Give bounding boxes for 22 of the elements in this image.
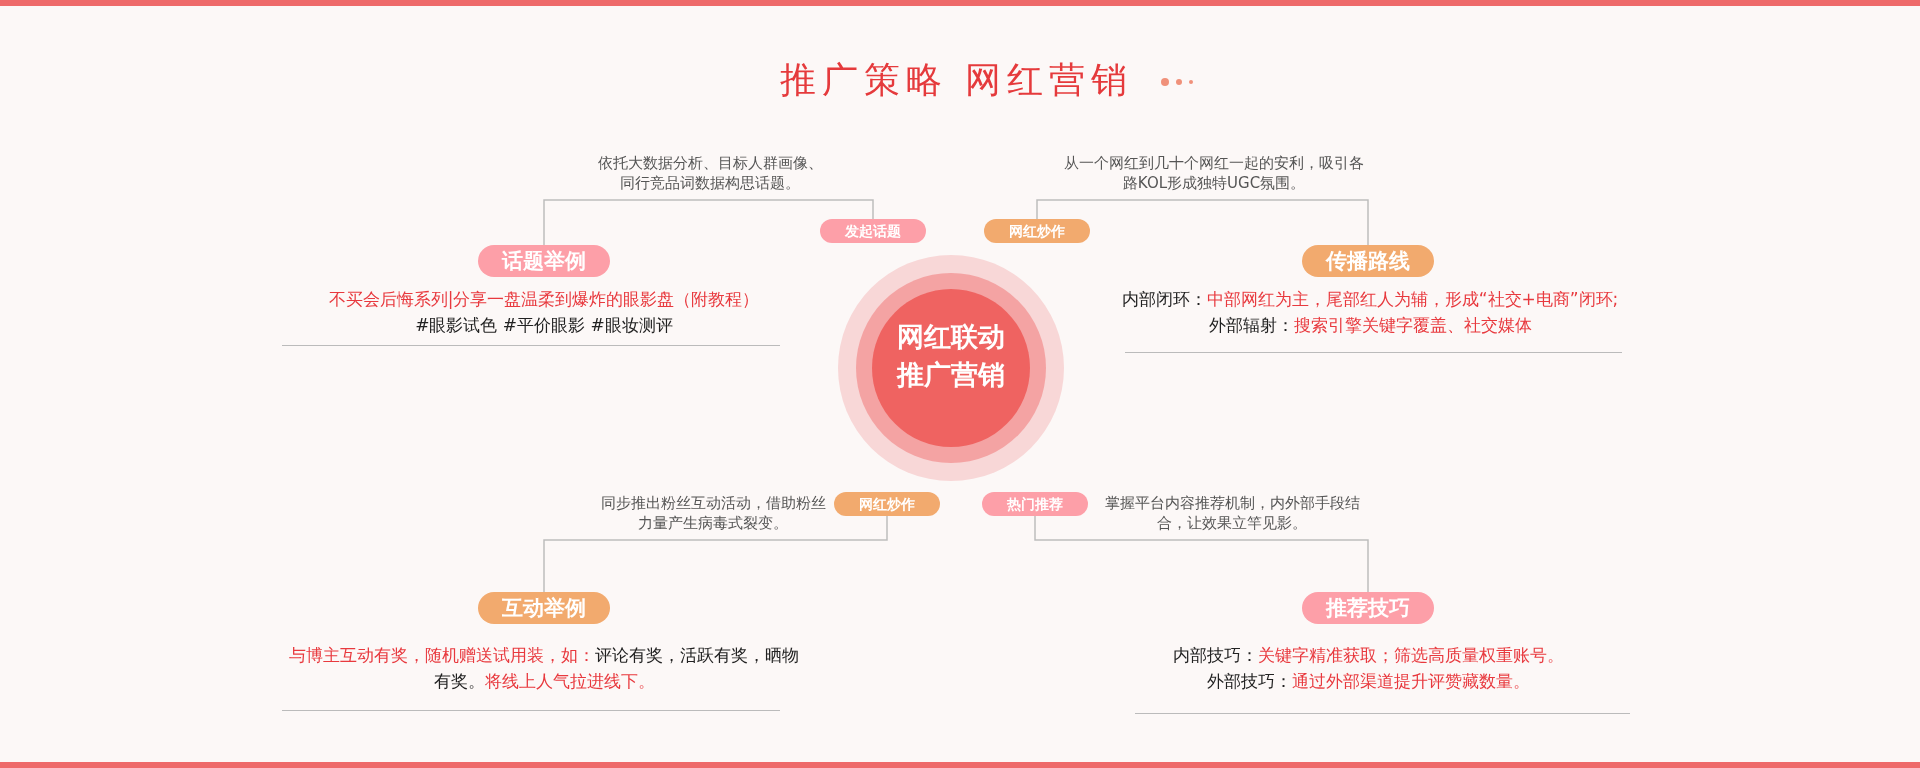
connector-line bbox=[1036, 199, 1369, 246]
description-text: 不买会后悔系列|分享一盘温柔到爆炸的眼影盘（附教程） #眼影试色 #平价眼影 #眼妆测评 bbox=[327, 288, 761, 337]
description-text: 内部闭环：中部网红为主，尾部红人为辅，形成“社交+电商”闭环; 外部辐射：搜索引擎关键字覆盖、社交媒体 bbox=[1120, 288, 1620, 337]
edge-label: 掌握平台内容推荐机制，内外部手段结合，让效果立竿见影。 bbox=[1102, 493, 1362, 533]
topic-tag: 热门推荐 bbox=[982, 492, 1088, 516]
edge-label: 同步推出粉丝互动活动，借助粉丝力量产生病毒式裂变。 bbox=[599, 493, 827, 533]
connector-line bbox=[543, 199, 874, 246]
description-text: 与博主互动有奖，随机赠送试用装，如：评论有奖，活跃有奖，晒物有奖。将线上人气拉进线下。 bbox=[288, 644, 800, 693]
connector-line bbox=[1034, 515, 1369, 593]
topic-tag: 话题举例 bbox=[478, 245, 610, 277]
circle-title: 网红联动推广营销 bbox=[895, 320, 1006, 392]
topic-tag: 推荐技巧 bbox=[1302, 592, 1434, 624]
topic-tag: 互动举例 bbox=[478, 592, 610, 624]
topic-tag: 发起话题 bbox=[820, 219, 926, 243]
description-text: 内部技巧：关键字精准获取；筛选高质量权重账号。 外部技巧：通过外部渠道提升评赞藏数量。 bbox=[1171, 644, 1565, 693]
topic-tag: 网红炒作 bbox=[984, 219, 1090, 243]
connector-line bbox=[543, 515, 888, 593]
edge-label: 从一个网红到几十个网红一起的安利，吸引各路KOL形成独特UGC氛围。 bbox=[1064, 153, 1364, 193]
title: 推广策略 网红营销 bbox=[780, 58, 1134, 102]
center-circle bbox=[838, 255, 1064, 481]
topic-tag: 网红炒作 bbox=[834, 492, 940, 516]
topic-tag: 传播路线 bbox=[1302, 245, 1434, 277]
